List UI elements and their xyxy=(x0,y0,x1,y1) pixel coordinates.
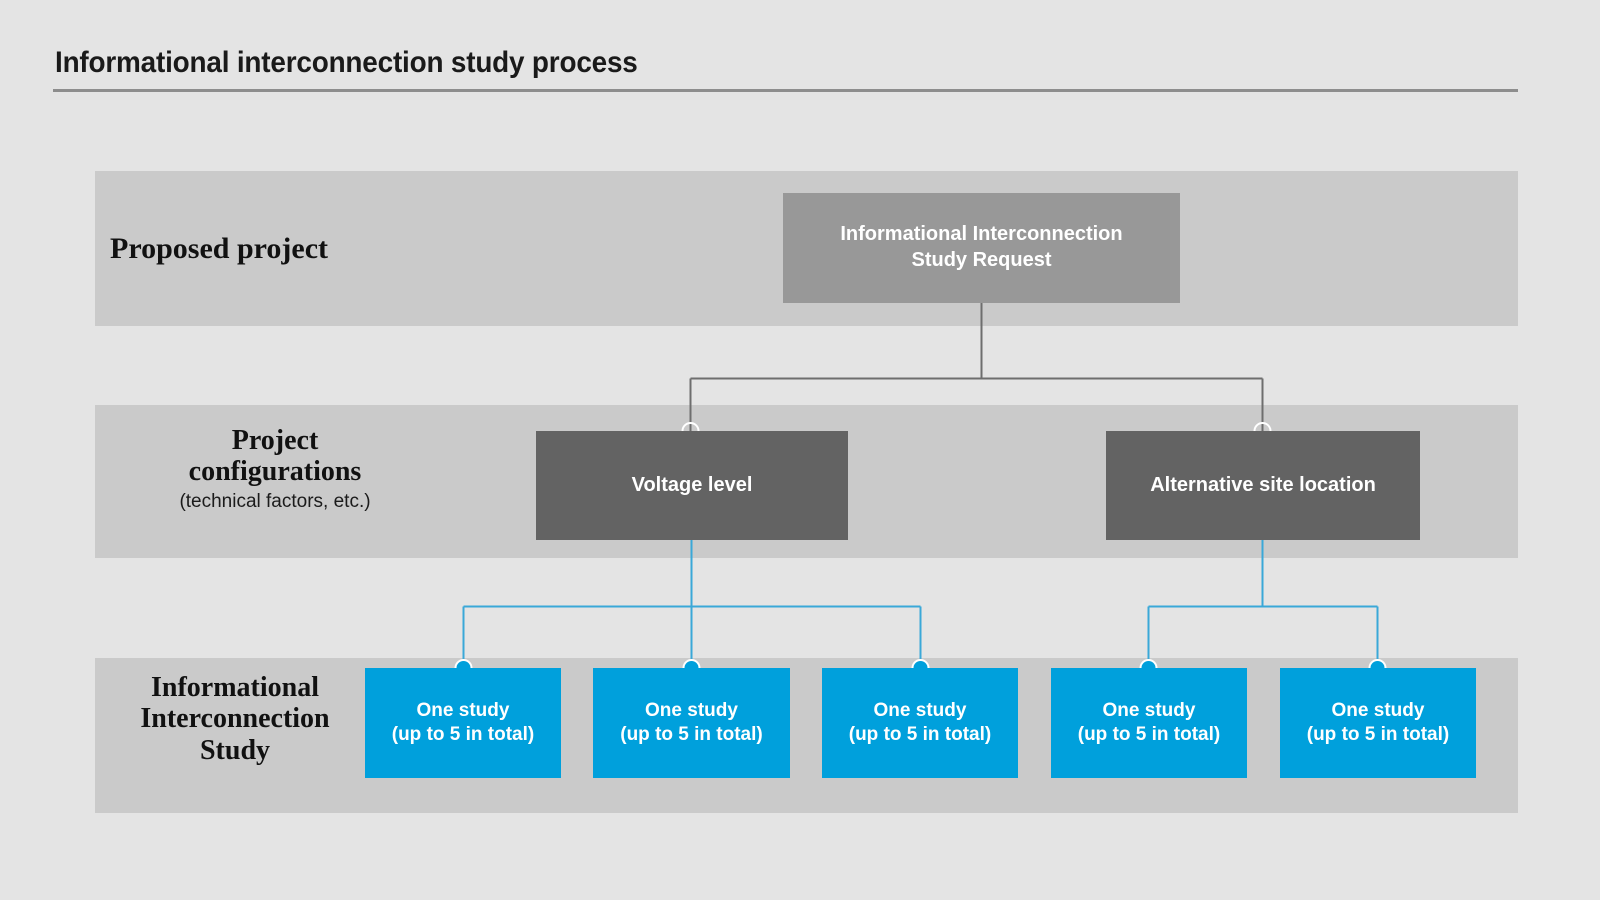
row-label-project-configurations-sublabel: (technical factors, etc.) xyxy=(179,490,371,512)
node-alternative-site-location-label: Alternative site location xyxy=(1150,473,1376,496)
row-label-proposed-project-text: Proposed project xyxy=(110,232,329,265)
node-study-0-line1: One study xyxy=(416,699,510,721)
row-label-informational-interconnection-study: Informational Interconnection Study xyxy=(100,672,370,766)
row-label-project-configurations-line2: configurations xyxy=(188,456,362,488)
node-alternative-site-location[interactable]: Alternative site location xyxy=(1106,431,1420,540)
row-label-study-line1: Informational xyxy=(151,672,319,703)
node-root-line2: Study Request xyxy=(911,249,1052,271)
node-study-4[interactable]: One study (up to 5 in total) xyxy=(1280,668,1476,778)
node-study-1[interactable]: One study (up to 5 in total) xyxy=(593,668,790,778)
node-study-2[interactable]: One study (up to 5 in total) xyxy=(822,668,1018,778)
title-divider xyxy=(53,89,1518,92)
node-voltage-level-label: Voltage level xyxy=(631,473,753,496)
node-study-0-line2: (up to 5 in total) xyxy=(391,724,535,745)
node-root-line1: Informational Interconnection xyxy=(840,223,1123,246)
node-study-2-line2: (up to 5 in total) xyxy=(848,724,992,745)
node-voltage-level[interactable]: Voltage level xyxy=(536,431,848,540)
node-study-4-line1: One study xyxy=(1331,699,1425,721)
node-study-2-line1: One study xyxy=(873,699,967,721)
node-study-4-line2: (up to 5 in total) xyxy=(1306,724,1450,745)
node-study-3-line1: One study xyxy=(1102,699,1196,721)
row-label-proposed-project: Proposed project xyxy=(110,232,410,266)
node-study-3[interactable]: One study (up to 5 in total) xyxy=(1051,668,1247,778)
row-label-study-line2: Interconnection xyxy=(140,703,330,735)
node-study-0[interactable]: One study (up to 5 in total) xyxy=(365,668,561,778)
row-label-project-configurations-line1: Project xyxy=(231,425,319,456)
node-informational-interconnection-study-request[interactable]: Informational Interconnection Study Requ… xyxy=(783,193,1180,303)
node-study-3-line2: (up to 5 in total) xyxy=(1077,724,1221,745)
row-label-project-configurations: Project configurations (technical factor… xyxy=(110,425,440,512)
node-study-1-line2: (up to 5 in total) xyxy=(620,724,763,745)
row-label-study-line3: Study xyxy=(199,734,271,766)
page-title: Informational interconnection study proc… xyxy=(55,46,638,79)
node-study-1-line1: One study xyxy=(645,699,738,721)
